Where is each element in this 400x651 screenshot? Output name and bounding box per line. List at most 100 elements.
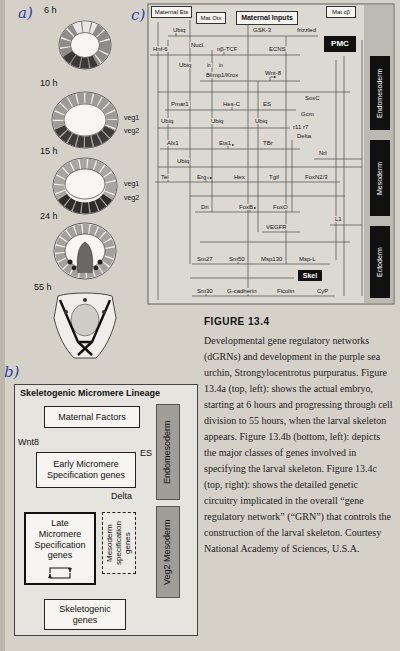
process-box: Late Micromere Specification genes [24,512,96,585]
pmc-cell [72,266,77,271]
cell-ring [58,98,112,142]
tier-label: veg1 [124,180,139,187]
input-mark: in [206,63,212,68]
node-text: Early Micromere Specification genes [41,459,131,481]
node-text: Skeletogenic Micromere Lineage [20,388,160,399]
gene-name: G-cadherin [226,288,258,294]
header-box: Maternal Inputs [236,11,298,25]
gene-name: Pmar1 [170,101,190,107]
process-box: Maternal Factors [44,406,140,428]
gene-name: Ets1 [218,140,232,146]
node-text: Maternal Inputs [241,14,293,22]
loop-arrow [50,573,70,578]
light-cells [75,27,95,29]
signal-label: Wnt8 [17,438,40,447]
blastocoel [64,104,106,136]
gene-name: Sm27 [196,256,214,262]
node-text: Skeletogenic genes [49,604,121,626]
node-text: Mesoderm specification genes [106,516,132,570]
embryo-outline [52,92,118,148]
gene-name: Ubiq [254,118,268,124]
gene-name: Nucl. [190,42,206,48]
signal-label: ES [139,449,153,458]
gene-name: FoxB [238,204,254,210]
node-text: Mat cβ [332,9,350,16]
territory-band: Endomesoderm [156,404,180,500]
gene-name: Msp130 [260,256,283,262]
archenteron [77,242,92,273]
panel-letter: a) [18,6,33,21]
time-label: 55 h [34,283,52,292]
larval-skeleton [60,300,110,355]
gene-name: FoxO [272,204,289,210]
lineage-box: Skel [298,270,322,281]
node-text: Mat Otx [200,15,221,22]
grn-wires [150,20,362,300]
gene-name: Alx1 [166,140,180,146]
tier-label: veg2 [124,127,139,134]
embryo-24h [54,223,116,279]
time-label: 10 h [40,79,58,88]
territory-band: Veg2 Mesoderm [156,506,180,598]
gene-name: Hes-C [222,101,241,107]
gene-name: SoxC [304,95,321,101]
gene-name: Nrl [318,150,328,156]
gene-name: Ubiq [172,27,186,33]
input-mark: in [218,63,224,68]
gene-name: Tel [160,174,170,180]
gene-name: Dri [200,204,210,210]
time-label: 6 h [44,6,57,15]
figure-title: FIGURE 13.4 [204,316,270,327]
territory-band: Endomesoderm [370,56,390,130]
gene-name: GSK-3 [252,27,272,33]
gene-name: Delta [296,133,312,139]
gene-name: L1 [334,216,343,222]
lineage-box: PMC [324,36,356,52]
process-box: Skeletogenic genes [44,599,126,630]
signal-label: Delta [110,492,133,501]
gene-name: Msp-L [298,256,317,262]
cell [64,310,68,314]
lineage-panel: Skeletogenic Micromere LineageMaternal F… [14,384,198,636]
grn-panel [148,4,394,304]
cell-ring [60,229,110,273]
node-text: Veg2 Mesoderm [163,510,173,594]
gene-name: Ficolin [276,288,295,294]
blastocoel [65,169,105,199]
gene-name: Gcm [300,111,315,117]
pmc-cell [98,260,103,265]
embryo-10h [52,92,118,148]
gene-name: CyP [316,288,329,294]
embryo-outline [59,21,111,69]
territory-strip [364,5,393,303]
time-label: 15 h [40,147,58,156]
gene-name: Sm30 [196,288,214,294]
grn-frame [148,4,394,304]
tier-label: veg1 [124,114,139,121]
embryo-15h [53,158,117,214]
embryo-outline [54,223,116,279]
gene-name: nβ-TCF [216,46,238,52]
larva-gut [71,304,99,336]
process-box: Early Micromere Specification genes [36,452,136,488]
node-text: Late Micromere Specification genes [29,518,91,561]
dashed-box: Mesoderm specification genes [102,512,136,574]
node-text: Endomesoderm [376,60,384,126]
cell-ring [59,164,111,208]
larva-outline [54,293,116,358]
blastocoel [71,33,100,58]
gene-name: Erg [196,174,207,180]
embryo-outline [53,158,117,214]
gene-name: Ubiq [160,118,174,124]
pmc-cell [94,266,99,271]
gene-name: ES [262,101,272,107]
figure-caption: Developmental gene regulatory networks (… [204,333,394,557]
gene-name: Wnt-8 [264,70,282,76]
tier-label: veg2 [124,194,139,201]
gene-name: Tgif [268,174,280,180]
bent-arrow [270,77,276,81]
embryo-55h [54,293,116,358]
node-text: Maternal Ets [155,9,189,16]
